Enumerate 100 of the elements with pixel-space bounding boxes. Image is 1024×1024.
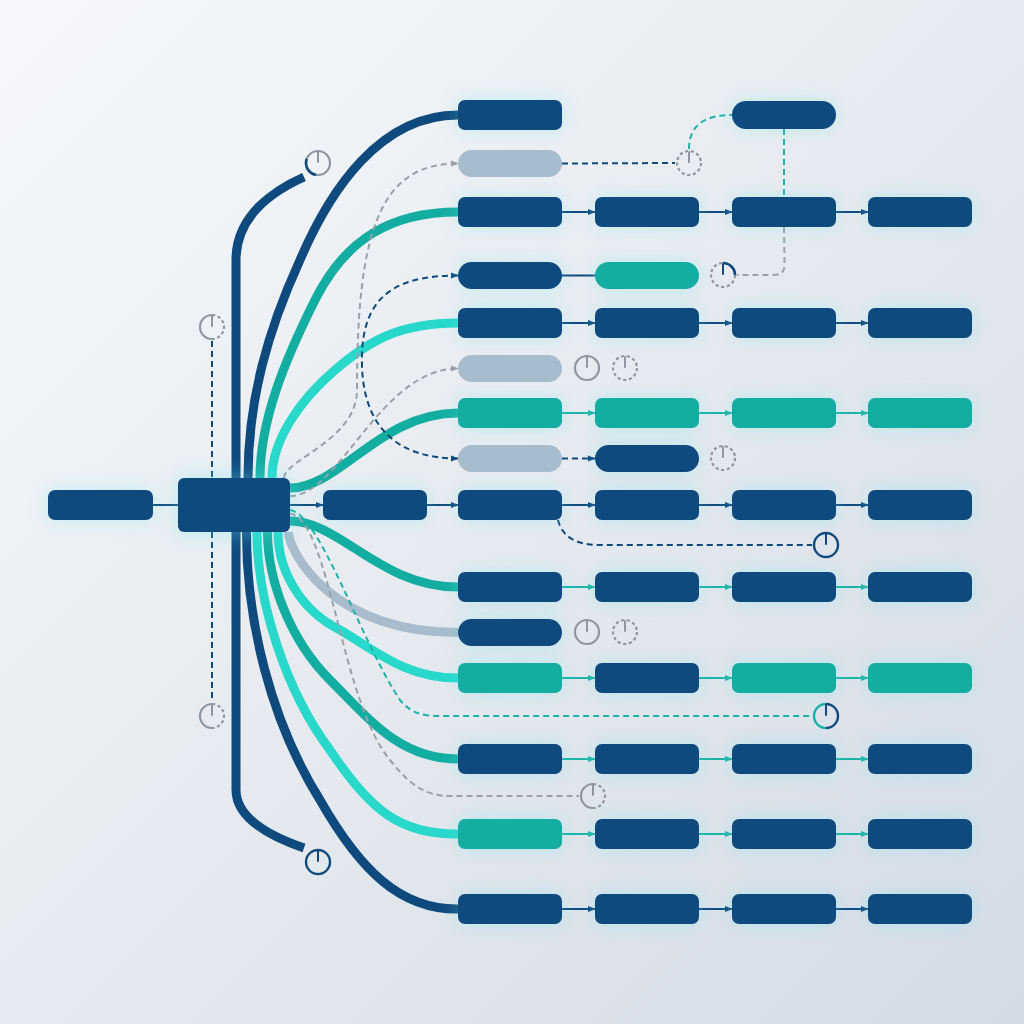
process-box [732,894,836,924]
arrow [835,830,869,838]
arrow [835,583,869,591]
dashed-line [561,162,676,165]
arrow [835,674,869,682]
process-box [732,101,836,129]
flow-line [231,172,306,478]
process-box [868,308,972,338]
process-box [458,819,562,849]
arrow [698,409,733,417]
flow-line [252,531,459,839]
process-box [458,197,562,227]
arrow [561,208,596,216]
process-box [595,398,699,428]
process-box [458,150,562,177]
process-box [868,894,972,924]
process-box [595,894,699,924]
clock-icon [579,782,607,810]
flow-line [231,532,306,853]
process-box [868,197,972,227]
clock-icon [304,848,332,876]
flow-line [263,531,459,764]
flow-line [289,408,459,493]
process-box [458,445,562,472]
arrow [561,674,596,682]
dashed-arrow [289,366,459,497]
dashed-arrow [283,160,459,479]
hub-box [178,478,290,532]
process-box [732,398,836,428]
process-box [595,445,699,472]
process-box [732,819,836,849]
process-box [595,308,699,338]
process-box [458,355,562,382]
process-box [595,490,699,520]
arrow [698,830,733,838]
dashed-line [557,519,813,546]
dashed-line [211,340,213,479]
arrow [698,755,733,763]
arrow [561,905,596,913]
process-box [595,197,699,227]
process-box [868,819,972,849]
process-box [458,744,562,774]
dashed-arrow [561,455,596,462]
process-box [458,262,562,289]
arrow [835,409,869,417]
process-box [323,490,427,520]
process-box [868,663,972,693]
arrow [289,501,324,509]
arrow [835,905,869,913]
arrow [698,583,733,591]
clock-icon [611,618,639,646]
process-box [458,663,562,693]
clock-icon [573,354,601,382]
process-box [868,744,972,774]
arrow [561,830,596,838]
clock-icon [611,354,639,382]
process-box [868,572,972,602]
dashed-line [736,226,786,276]
process-box [458,619,562,646]
flow-line [255,207,459,479]
clock-icon [198,702,226,730]
clock-icon [709,261,737,289]
arrow [698,208,733,216]
arrow [561,409,596,417]
arrow [426,501,459,509]
clock-icon [812,531,840,559]
flow-line [273,531,459,683]
process-box [732,572,836,602]
process-box [732,744,836,774]
arrow [561,501,596,509]
process-box [732,490,836,520]
flow-line [289,516,459,592]
process-box [732,197,836,227]
clock-icon [675,149,703,177]
flow-line [267,318,459,479]
arrow [561,755,596,763]
connector-line [561,274,596,277]
process-box [595,744,699,774]
arrow [835,755,869,763]
arrow [835,501,869,509]
dashed-line [688,114,733,150]
arrow [561,319,596,327]
arrow [835,208,869,216]
process-box [732,663,836,693]
clock-icon [304,149,332,177]
arrow [698,905,733,913]
arrow [698,674,733,682]
process-box [458,308,562,338]
clock-icon [709,444,737,472]
arrow [835,319,869,327]
process-box [458,894,562,924]
flow-line [242,531,459,914]
process-box [595,262,699,289]
dashed-arrow [361,272,459,462]
process-box [595,663,699,693]
flow-line [284,531,459,637]
process-box [868,490,972,520]
dashed-line [783,128,785,198]
flow-line [243,110,459,479]
process-box [595,572,699,602]
